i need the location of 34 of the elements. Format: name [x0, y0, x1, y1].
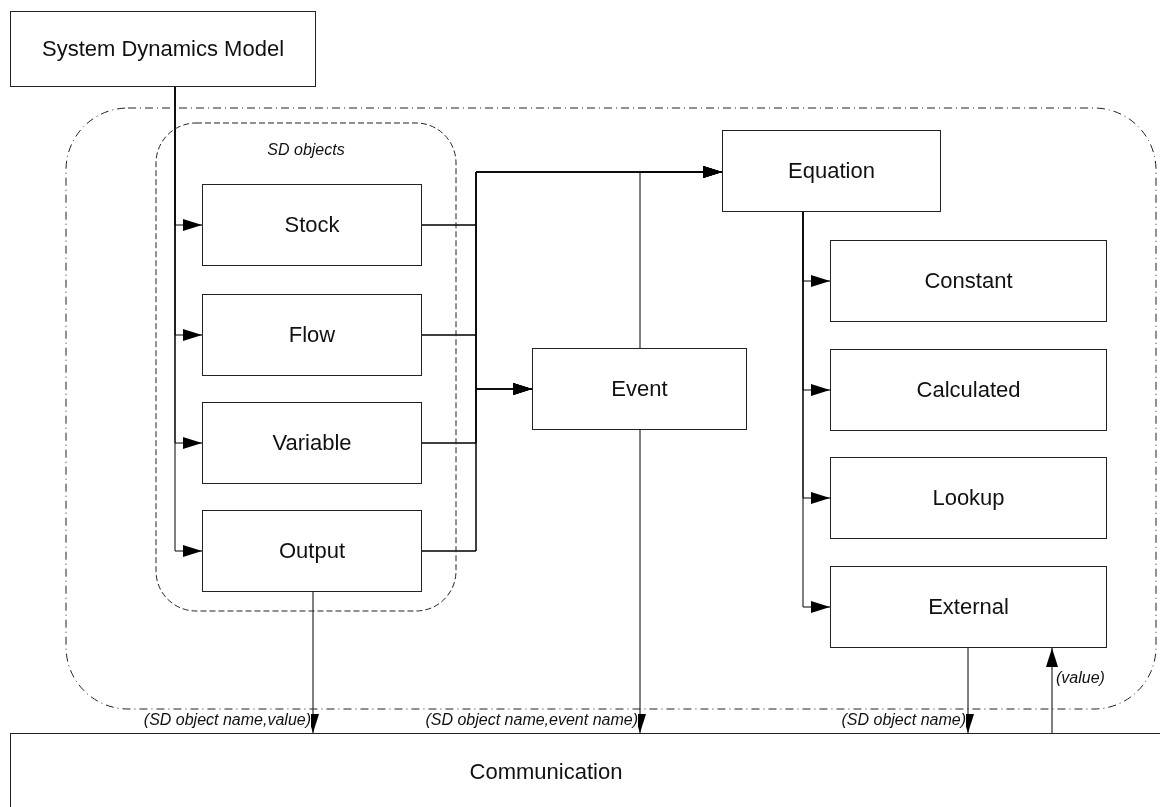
object-box: [830, 349, 1107, 431]
box-label: Lookup: [932, 484, 1005, 512]
box-label: Event: [611, 375, 668, 403]
box-label: Flow: [288, 321, 336, 349]
box-label: Constant: [924, 267, 1013, 295]
box-label: Calculated: [916, 376, 1021, 404]
edge-label: (SD object name,event name): [425, 712, 638, 728]
box-label: External: [928, 593, 1009, 621]
box-label: System Dynamics Model: [41, 35, 285, 63]
edge-label: (value): [1056, 670, 1105, 686]
edge-label: (SD object name): [841, 712, 966, 728]
object-box: [10, 11, 316, 87]
object-box: [830, 240, 1107, 322]
box-label: Equation: [788, 157, 875, 185]
object-box: [722, 130, 941, 212]
box-label: Variable: [272, 429, 352, 457]
region-frame: [65, 107, 1157, 710]
group-title: SD objects: [266, 142, 346, 158]
object-box: [202, 402, 422, 484]
arrow: [1046, 647, 1058, 734]
arrow: [802, 211, 831, 613]
edge-label: (SD object name,value): [143, 712, 311, 728]
object-box: [202, 294, 422, 376]
object-box: [830, 457, 1107, 539]
group-frame: [155, 122, 457, 612]
box-label: Communication: [468, 758, 624, 786]
object-box: [532, 348, 747, 430]
object-box: [202, 510, 422, 592]
box-label: Stock: [284, 211, 340, 239]
object-box: [830, 566, 1107, 648]
box-label: Output: [278, 537, 345, 565]
object-box: [10, 733, 1160, 807]
arrow: [174, 86, 203, 557]
object-box: [202, 184, 422, 266]
